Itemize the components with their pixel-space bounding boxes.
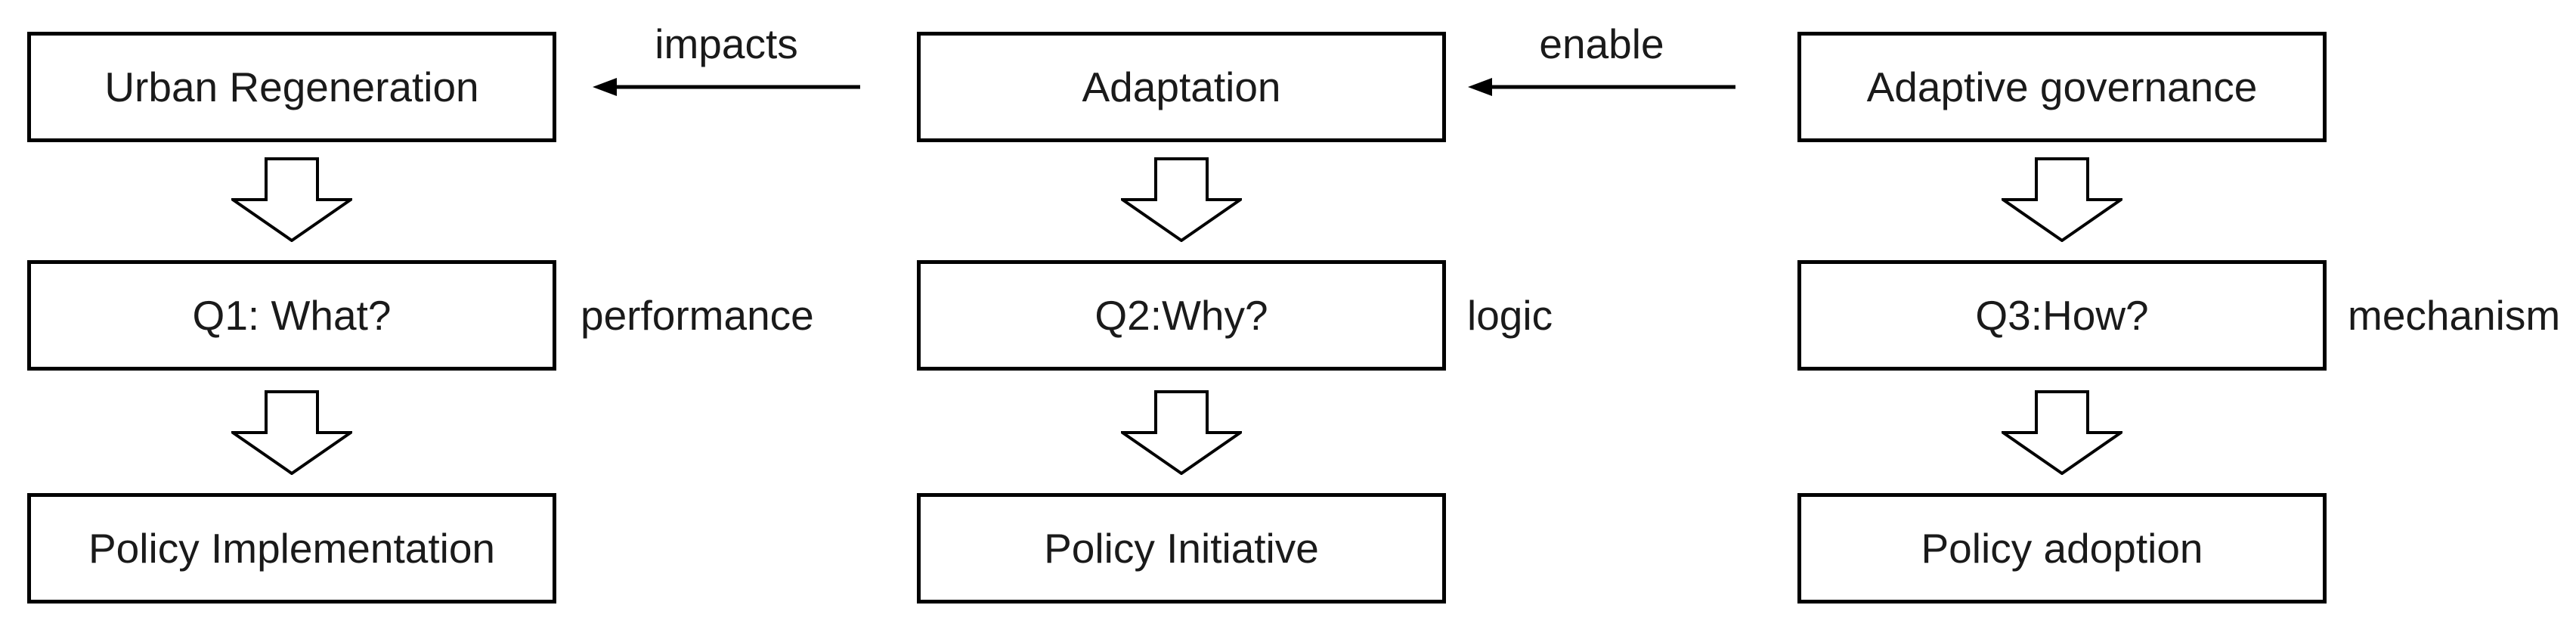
side-label-performance: performance bbox=[581, 292, 814, 339]
arrow-label-enable: enable bbox=[1539, 20, 1664, 67]
box-policy-implementation: Policy Implementation bbox=[27, 493, 556, 604]
box-q1-what: Q1: What? bbox=[27, 260, 556, 371]
left-arrow-enable-icon bbox=[1468, 78, 1735, 96]
box-q2-why: Q2:Why? bbox=[917, 260, 1446, 371]
box-adaptive-governance: Adaptive governance bbox=[1797, 32, 2327, 142]
left-arrow-impacts-icon bbox=[593, 78, 860, 96]
down-block-arrow-icon-col1-top bbox=[231, 157, 352, 242]
down-block-arrow-icon-col2-top bbox=[1121, 157, 1242, 242]
down-block-arrow-icon-col3-bottom bbox=[2002, 390, 2122, 475]
box-adaptation: Adaptation bbox=[917, 32, 1446, 142]
arrow-label-impacts: impacts bbox=[655, 20, 798, 67]
side-label-mechanism: mechanism bbox=[2348, 292, 2561, 339]
down-block-arrow-icon-col3-top bbox=[2002, 157, 2122, 242]
box-urban-regeneration: Urban Regeneration bbox=[27, 32, 556, 142]
side-label-logic: logic bbox=[1467, 292, 1553, 339]
down-block-arrow-icon-col1-bottom bbox=[231, 390, 352, 475]
box-policy-initiative: Policy Initiative bbox=[917, 493, 1446, 604]
down-block-arrow-icon-col2-bottom bbox=[1121, 390, 1242, 475]
box-q3-how: Q3:How? bbox=[1797, 260, 2327, 371]
box-policy-adoption: Policy adoption bbox=[1797, 493, 2327, 604]
